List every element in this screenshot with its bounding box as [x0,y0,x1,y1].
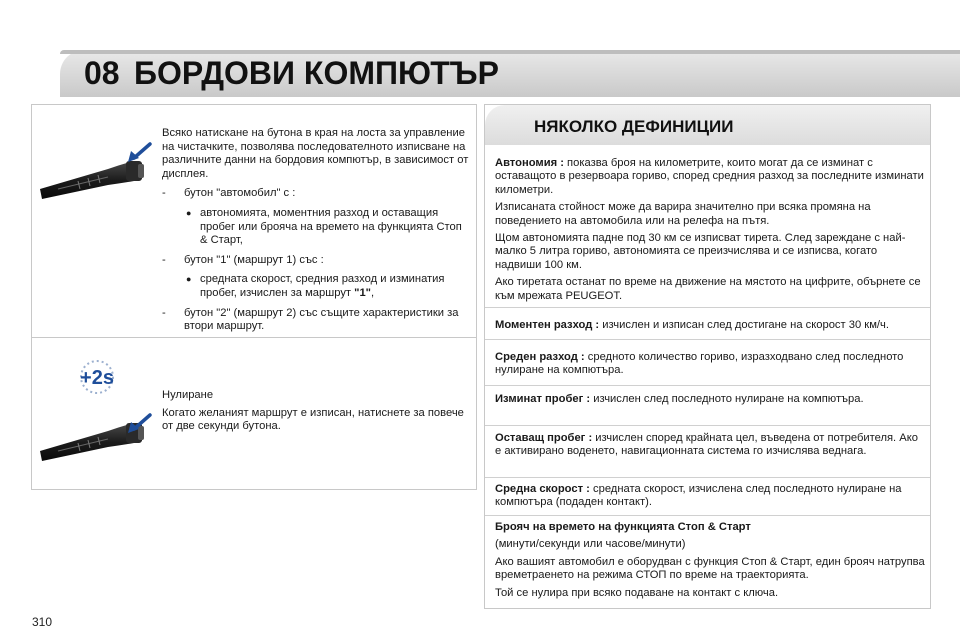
chapter-title: БОРДОВИ КОМПЮТЪР [134,55,499,91]
definition-term: Среден разход : [495,351,585,363]
definition-text: (минути/секунди или часове/минути) [495,538,686,551]
section-divider [485,385,930,386]
definition-text: Ако вашият автомобил е оборудван с функц… [495,555,925,582]
dash-bullet: - [162,187,166,200]
definition-term: Автономия : [495,157,564,169]
sub-list-item-text: средната скорост, средния разход и измин… [200,273,445,299]
arrow-icon [128,413,152,433]
svg-text:+2s: +2s [80,367,114,389]
definitions-header [485,105,930,145]
dash-bullet: - [162,306,166,319]
stop-start-counter-definition: Брояч на времето на функцията Стоп & Ста… [495,521,925,600]
definitions-title: НЯКОЛКО ДЕФИНИЦИИ [534,117,734,136]
section-divider [485,477,930,478]
chapter-header-bar [60,50,960,97]
dot-bullet-icon: ● [186,207,192,218]
section-divider [485,425,930,426]
list-item: - бутон "2" (маршрут 2) със същите харак… [162,307,470,334]
reset-section: Нулиране Когато желаният маршрут е изпис… [162,389,470,434]
definition-text: Щом автономията падне под 30 км се изпис… [495,232,906,271]
definition-text: Той се нулира при всяко подаване на конт… [495,586,779,599]
reset-text: Когато желаният маршрут е изписан, натис… [162,406,464,433]
arrow-icon [128,142,152,162]
list-item-text: бутон "1" (маршрут 1) със : [184,253,324,266]
wiper-stalk-illustration [40,161,144,199]
reset-title: Нулиране [162,389,214,401]
distance-travelled-definition: Изминат пробег : изчислен след последнот… [495,393,864,405]
list-item-text: бутон "2" (маршрут 2) със същите характе… [184,306,459,333]
hold-two-seconds-icon: +2s [80,360,114,394]
definition-text: Ако тиретата останат по време на движени… [495,276,921,302]
section-divider [32,337,476,338]
section-divider [485,307,930,308]
section-divider [485,339,930,340]
definition-term: Средна скорост : [495,483,590,495]
sub-list-item-text: автономията, моментния разход и оставащи… [200,206,462,247]
list-item-text: бутон "автомобил" с : [184,187,296,200]
dot-bullet-icon: ● [186,274,192,285]
sub-list-item: ● средната скорост, средния разход и изм… [162,273,470,300]
definition-term: Изминат пробег : [495,393,591,405]
autonomy-definition: Автономия : показва броя на километрите,… [495,157,924,302]
remaining-distance-definition: Оставащ пробег : изчислен според крайнат… [495,432,918,458]
instructions-panel: Всяко натискане на бутона в края на лост… [31,104,477,490]
definition-text: Изписаната стойност може да варира значи… [495,201,871,227]
dash-bullet: - [162,253,166,266]
definition-term: Оставащ пробег : [495,432,593,444]
average-consumption-definition: Среден разход : средното количество гори… [495,351,904,377]
list-item: - бутон "1" (маршрут 1) със : [162,254,470,268]
chapter-number: 08 [84,55,120,91]
list-item: - бутон "автомобил" с : [162,187,470,201]
average-speed-definition: Средна скорост : средната скорост, изчис… [495,483,902,509]
instant-consumption-definition: Моментен разход : изчислен и изписан сле… [495,319,889,331]
definition-term: Брояч на времето на функцията Стоп & Ста… [495,521,751,533]
definition-term: Моментен разход : [495,319,600,331]
page-number: 310 [32,615,53,629]
definitions-panel: НЯКОЛКО ДЕФИНИЦИИ Автономия : показва бр… [484,104,931,609]
intro-section: Всяко натискане на бутона в края на лост… [162,127,470,334]
route-1-label: "1" [354,286,371,299]
sub-list-item: ● автономията, моментния разход и остава… [162,207,470,248]
intro-text: Всяко натискане на бутона в края на лост… [162,127,469,180]
section-divider [485,515,930,516]
